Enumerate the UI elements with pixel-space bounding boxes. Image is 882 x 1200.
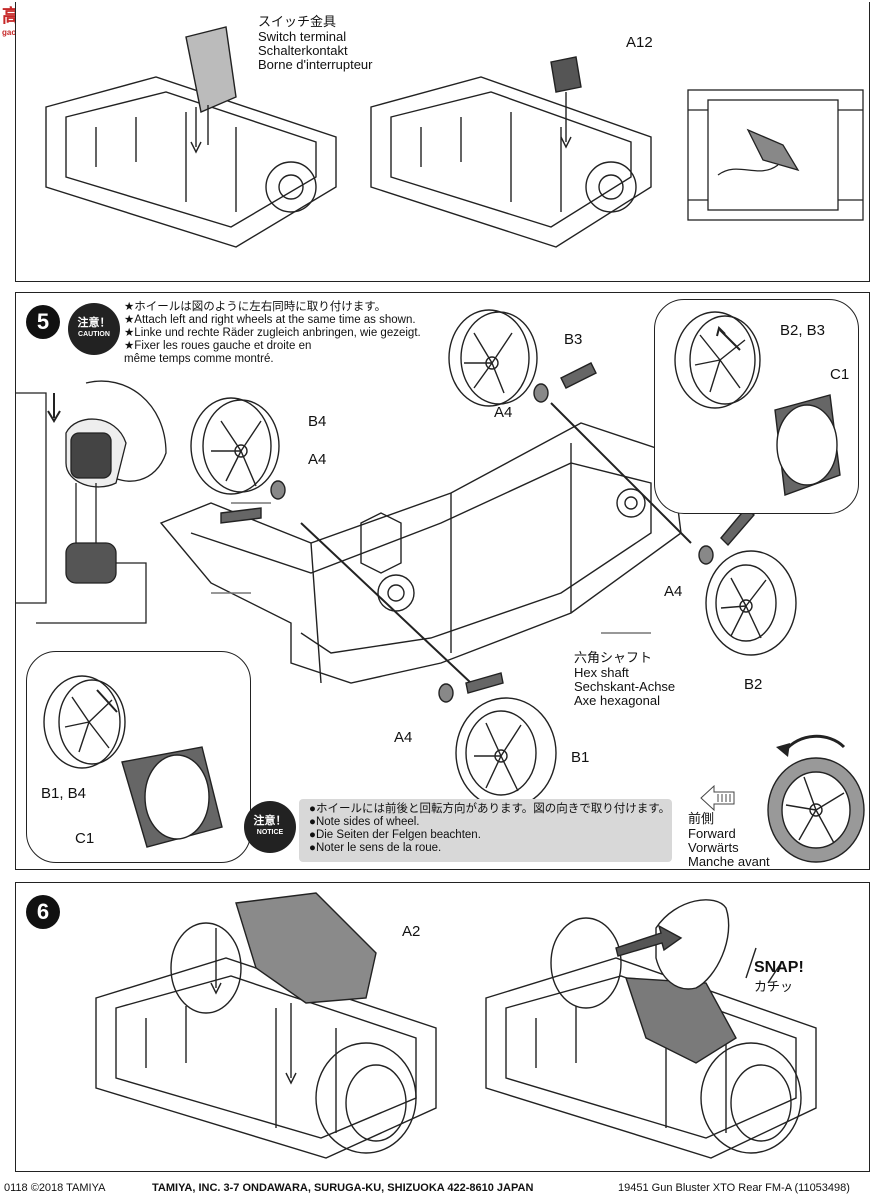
part-a2-label: A2 xyxy=(402,923,421,940)
hex-shaft-label-jp: 六角シャフト xyxy=(574,651,653,666)
step-6-left-illustration xyxy=(95,892,437,1159)
step-5-number: 5 xyxy=(26,305,60,339)
inset-right-tire-label: C1 xyxy=(830,366,850,383)
switch-terminal-label-de: Schalterkontakt xyxy=(258,43,348,58)
switch-terminal-label-fr: Borne d'interrupteur xyxy=(258,57,373,72)
part-a12-label: A12 xyxy=(626,34,653,51)
snap-label: SNAP! xyxy=(754,959,804,976)
forward-label-en: Forward xyxy=(688,826,736,841)
inset-right-wheel-label: B2, B3 xyxy=(780,322,826,339)
forward-label-jp: 前側 xyxy=(688,812,715,827)
inset-left-wheel-label: B1, B4 xyxy=(41,785,87,802)
bearings-a4-illustration xyxy=(220,362,755,703)
part-b3-label: B3 xyxy=(564,331,583,348)
part-a4-label-top: A4 xyxy=(494,404,513,421)
page-footer: 0118 ©2018 TAMIYA TAMIYA, INC. 3-7 ONDAW… xyxy=(0,1176,882,1200)
hex-shaft-label-en: Hex shaft xyxy=(574,665,629,680)
footer-code: 0118 ©2018 TAMIYA xyxy=(4,1182,106,1194)
forward-arrow-icon xyxy=(700,784,735,812)
notice-box xyxy=(299,799,672,862)
notice-badge: 注意！ NOTICE xyxy=(244,801,296,853)
wheel-b3-illustration xyxy=(448,309,538,407)
inset-left-tire-label: C1 xyxy=(75,830,95,847)
notice-notes: ●ホイールには前後と回転方向があります。図の向きで取り付けます。 ●Note s… xyxy=(309,803,671,854)
part-b2-label: B2 xyxy=(744,676,763,693)
snap-label-jp: カチッ xyxy=(754,980,794,995)
step-5-panel: 5 注意！ CAUTION ★ホイールは図のように左右同時に取り付けます。 ★A… xyxy=(15,292,870,870)
step-6-number: 6 xyxy=(26,895,60,929)
chassis-middle-illustration xyxy=(370,56,652,248)
caution-badge: 注意！ CAUTION xyxy=(68,303,120,355)
wheel-b2-illustration xyxy=(705,550,797,656)
wheel-b4-illustration xyxy=(190,397,280,495)
switch-terminal-label-en: Switch terminal xyxy=(258,29,347,44)
hex-shaft-label-de: Sechskant-Achse xyxy=(574,679,676,694)
main-chassis-illustration xyxy=(159,402,692,684)
forward-label-fr: Manche avant xyxy=(688,854,770,869)
tire-inset-right: B2, B3 C1 xyxy=(654,299,859,514)
tire-inset-left: B1, B4 C1 xyxy=(26,651,251,863)
part-a4-label-left: A4 xyxy=(308,451,327,468)
switch-detail-illustration xyxy=(687,89,864,221)
step-6-right-illustration xyxy=(485,899,817,1159)
part-a4-label-bottom: A4 xyxy=(394,729,413,746)
tire-mount-right-illustration xyxy=(674,311,841,496)
direction-wheel-illustration xyxy=(767,757,865,863)
chassis-left-illustration xyxy=(45,26,337,248)
part-b1-label: B1 xyxy=(571,749,590,766)
part-b4-label: B4 xyxy=(308,413,327,430)
footer-product: 19451 Gun Bluster XTO Rear FM-A (1105349… xyxy=(618,1182,850,1194)
caution-notes: ★ホイールは図のように左右同時に取り付けます。 ★Attach left and… xyxy=(124,301,421,365)
tire-mount-left-illustration xyxy=(43,675,223,848)
hand-assembly-illustration xyxy=(16,380,167,624)
footer-address: TAMIYA, INC. 3-7 ONDAWARA, SURUGA-KU, SH… xyxy=(152,1182,534,1194)
step-6-panel: 6 A2 SNAP! カチッ xyxy=(15,882,870,1172)
forward-label-de: Vorwärts xyxy=(688,840,739,855)
step-4-panel: スイッチ金具 Switch terminal Schalterkontakt B… xyxy=(15,2,870,282)
hex-shaft-label-fr: Axe hexagonal xyxy=(574,693,661,708)
switch-terminal-label-jp: スイッチ金具 xyxy=(258,15,337,30)
part-a4-label-right: A4 xyxy=(664,583,683,600)
rotation-arrow-icon xyxy=(776,734,846,757)
